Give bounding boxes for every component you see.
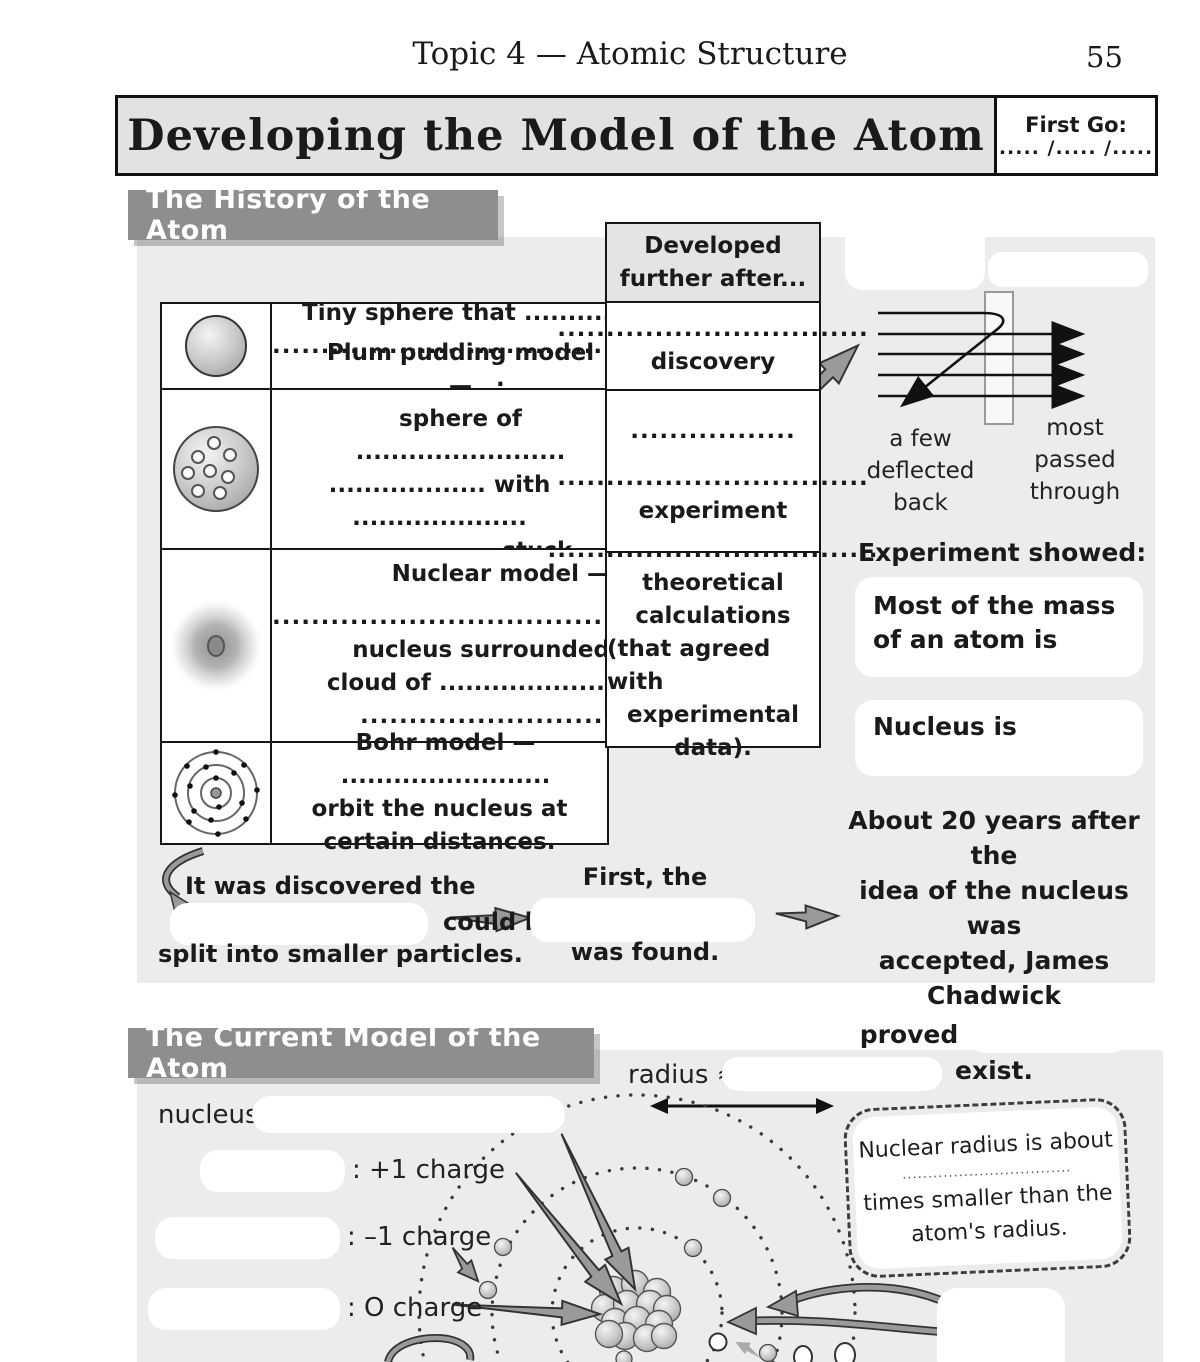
page-number: 55 (1086, 40, 1123, 74)
developed-after-cell: ................................ discove… (557, 303, 868, 391)
neutron-charge-label: : O charge (347, 1293, 483, 1323)
model-description: Bohr model — ........................ or… (272, 730, 609, 855)
first-go-dots[interactable]: ..... /..... /..... (998, 136, 1154, 159)
nucleus-answer-box[interactable] (252, 1096, 565, 1133)
developed-after-cell: .................................. theor… (547, 537, 879, 761)
developed-after-header: Developed further after... (607, 224, 819, 303)
bubble-line-1: Nuclear radius is about (857, 1126, 1114, 1164)
radius-answer-box[interactable] (722, 1057, 942, 1091)
proton-charge-label: : +1 charge (352, 1155, 506, 1185)
finding-box-1[interactable]: Most of the mass of an atom is (855, 577, 1143, 677)
developed-after-cell: ................. ......................… (557, 391, 868, 553)
nucleus-label: nucleus: (158, 1100, 268, 1130)
topic-header: Topic 4 — Atomic Structure (412, 36, 848, 72)
table-row: Nuclear model — ........................… (162, 550, 732, 743)
developed-after-column: Developed further after... .............… (547, 222, 879, 761)
chadwick-answer-box[interactable] (968, 1015, 1129, 1053)
flow-b-answer-box[interactable] (530, 898, 755, 942)
bohr-model-icon (162, 743, 272, 845)
history-heading: The History of the Atom (146, 184, 431, 246)
bubble-line-3: atom's radius. (910, 1215, 1069, 1247)
plum-pudding-icon (162, 390, 272, 550)
finding-2-text: Nucleus is (873, 712, 1017, 741)
proton-answer-box[interactable] (200, 1150, 345, 1192)
history-table: Tiny sphere that ................. .....… (160, 300, 752, 855)
table-row: Plum pudding model — sphere of .........… (162, 340, 609, 597)
title-bar-main: Developing the Model of the Atom (118, 98, 994, 173)
bottom-right-answer-box[interactable] (937, 1288, 1065, 1362)
flow-b-line1: First, the (582, 863, 708, 891)
title-bar: Developing the Model of the Atom First G… (115, 95, 1158, 176)
nuclear-radius-bubble: Nuclear radius is about ................… (842, 1096, 1133, 1280)
history-section-header: The History of the Atom (128, 184, 498, 246)
scatter-answer-box-1[interactable] (845, 220, 985, 290)
nuclear-model-icon (162, 550, 272, 743)
flow-a-answer-box[interactable] (170, 903, 428, 945)
electron-answer-box[interactable] (155, 1217, 340, 1259)
flow-b-line2: was found. (570, 938, 720, 966)
flow-a-line3: split into smaller particles. (158, 940, 523, 968)
scatter-answer-box-2[interactable] (988, 252, 1148, 287)
finding-1-text: Most of the mass of an atom is (873, 591, 1116, 654)
current-model-section-header: The Current Model of the Atom (128, 1022, 594, 1084)
finding-box-2[interactable]: Nucleus is (855, 700, 1143, 776)
solid-sphere-icon (162, 304, 272, 390)
current-model-heading: The Current Model of the Atom (146, 1022, 541, 1084)
passed-through-label: most passed through (1029, 415, 1121, 505)
table-row: Bohr model — ........................ or… (162, 730, 609, 855)
experiment-showed-label: Experiment showed: (858, 538, 1147, 567)
page-title: Developing the Model of the Atom (127, 110, 985, 161)
neutron-answer-box[interactable] (148, 1288, 340, 1330)
first-go-label: First Go: (1025, 112, 1127, 137)
deflected-label: a few deflected back (866, 426, 975, 516)
electron-charge-label: : –1 charge (347, 1222, 492, 1252)
radius-label: radius ≈ (628, 1060, 739, 1090)
flow-a-line1: It was discovered the (185, 872, 476, 900)
first-go-box[interactable]: First Go: ..... /..... /..... (994, 98, 1155, 173)
bubble-line-2: times smaller than the (862, 1180, 1114, 1216)
chadwick-text: About 20 years after the idea of the nuc… (848, 806, 1140, 1085)
